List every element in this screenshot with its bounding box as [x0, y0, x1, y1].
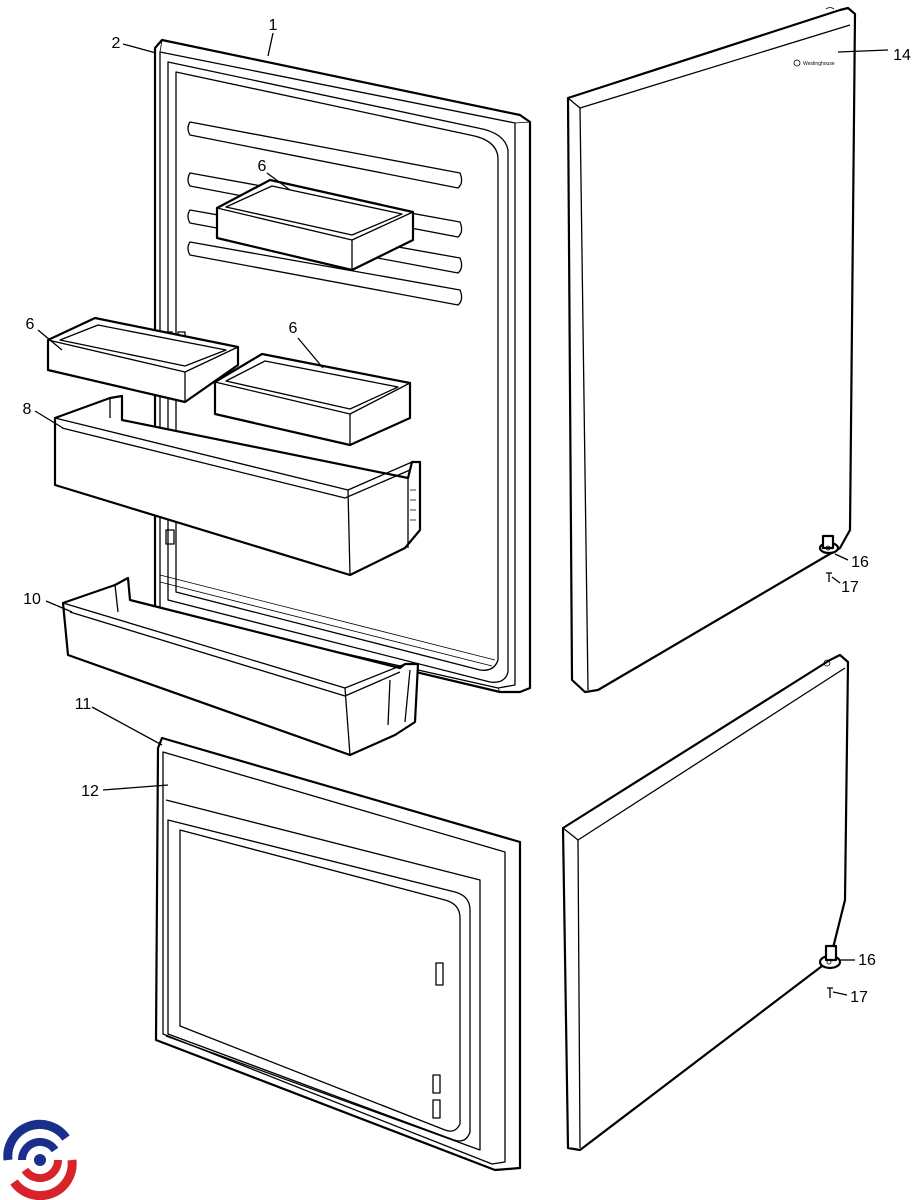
callout-16-lower: 16	[858, 952, 876, 969]
door-shelf-right	[213, 352, 412, 447]
callout-11: 11	[75, 696, 92, 713]
screw-upper	[826, 572, 832, 582]
callout-12: 12	[81, 783, 99, 800]
lower-door-liner	[154, 736, 522, 1172]
lower-outer-door	[561, 653, 850, 1152]
hinge-lower	[818, 944, 842, 970]
door-shelf-left	[46, 316, 240, 404]
door-bin-bottle	[61, 576, 420, 757]
callout-14: 14	[893, 47, 911, 64]
door-brand-badge: Westinghouse	[803, 61, 835, 67]
callout-6-left: 6	[26, 316, 35, 333]
callout-2: 2	[112, 35, 121, 52]
callout-6-top: 6	[258, 158, 267, 175]
site-logo-icon	[3, 1119, 77, 1200]
screw-lower	[827, 987, 833, 998]
leader-lines	[34, 32, 889, 996]
callout-1: 1	[269, 17, 278, 34]
callout-16-upper: 16	[851, 554, 869, 571]
callout-8: 8	[23, 401, 32, 418]
hinge-upper	[818, 534, 840, 555]
callout-17-lower: 17	[850, 989, 868, 1006]
callout-17-upper: 17	[841, 579, 859, 596]
callout-10: 10	[23, 591, 41, 608]
door-shelf-top	[215, 178, 415, 272]
door-bin-large	[53, 394, 422, 577]
callout-6-right: 6	[289, 320, 298, 337]
upper-outer-door	[566, 6, 857, 694]
